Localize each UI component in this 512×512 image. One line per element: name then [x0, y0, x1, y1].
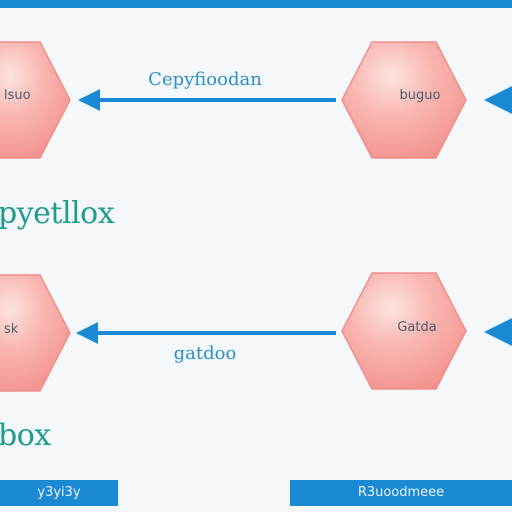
hexagon-node-row1-left	[0, 41, 71, 159]
hexagon-node-row1-right	[341, 41, 467, 159]
node-label-row2-left: sk	[4, 322, 19, 337]
node-label-row1-left: lsuo	[4, 88, 31, 103]
arrow-row1-right-edge	[484, 86, 512, 114]
arrow-row1-center	[78, 89, 336, 111]
footer-bar-right: R3uoodmeee	[290, 480, 512, 506]
node-label-row1-right: buguo	[400, 88, 441, 103]
edge-label-row2: gatdoo	[174, 343, 237, 364]
top-bar	[0, 0, 512, 8]
hexagon-node-row2-right	[341, 272, 467, 390]
edge-label-row1: Cepyfioodan	[148, 69, 262, 90]
arrow-row2-center	[76, 322, 336, 344]
section-label-row2: box	[0, 418, 51, 453]
arrow-row2-right-edge	[484, 318, 512, 346]
node-label-row2-right: Gatda	[397, 320, 436, 335]
footer-bar-left: y3yi3y	[0, 480, 118, 506]
section-label-row1: pyetllox	[0, 196, 115, 231]
hexagon-node-row2-left	[0, 274, 71, 392]
